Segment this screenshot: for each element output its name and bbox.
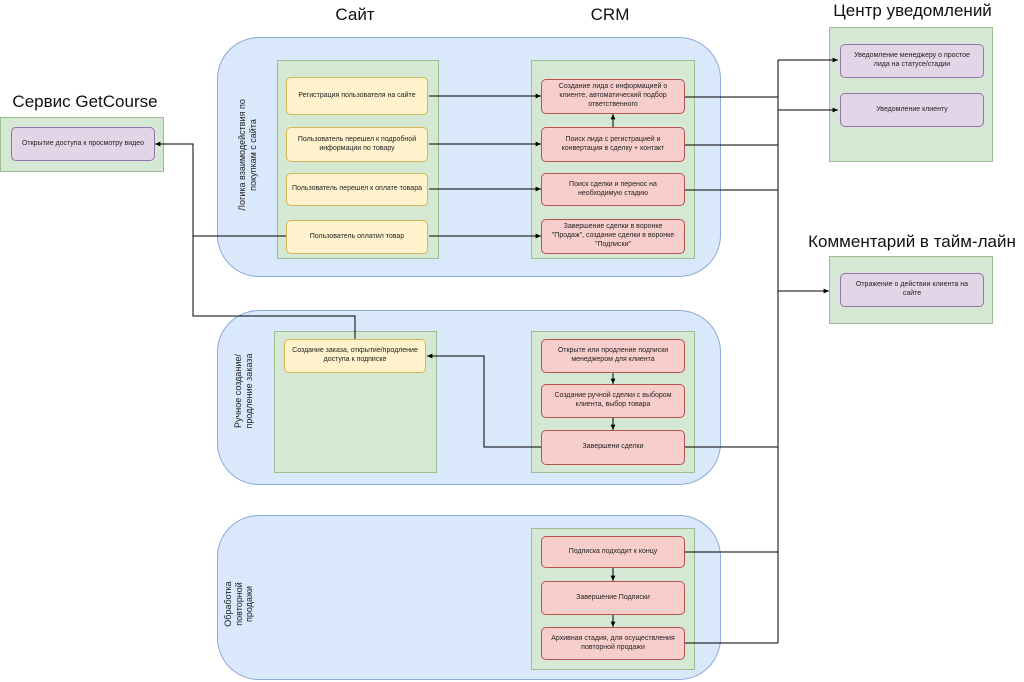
node-user-registration: Регистрация пользователя на сайте <box>286 77 428 115</box>
node-find-lead: Поиск лида с регистрацией и конвертация … <box>541 127 685 162</box>
node-product-info: Пользователь перешел к подробной информа… <box>286 127 428 162</box>
arrow-deal-done-to-manual-order <box>427 353 541 448</box>
node-user-paid: Пользователь оплатил товар <box>286 220 428 254</box>
timeline-title: Комментарий в тайм-лайн <box>808 232 1016 251</box>
node-find-deal: Поиск сделки и перенос на необходимую ст… <box>541 173 685 206</box>
node-subscription-done: Завершение Подписки <box>541 581 685 615</box>
arrow-paid-to-getcourse <box>155 141 287 237</box>
node-manual-order: Создание заказа, открытие/продление дост… <box>284 339 426 373</box>
node-manager-idle-notification: Уведомление менеджеру о простое лида на … <box>840 44 984 78</box>
node-create-lead: Создание лида с информацией о клиенте, а… <box>541 79 685 114</box>
wire-getcourse-to-manual-order <box>192 236 356 345</box>
crm-column-title: CRM <box>590 5 630 24</box>
node-client-action-timeline: Отражение о действии клиента на сайте <box>840 273 984 307</box>
node-open-video-access: Открытие доступа к просмотру видео <box>11 127 155 161</box>
node-archive-stage: Архивная стадия, для осуществления повто… <box>541 627 685 660</box>
site-column-title: Сайт <box>335 5 375 24</box>
node-client-notification: Уведомление клиенту <box>840 93 984 127</box>
node-to-payment: Пользователь перешел к оплате товара <box>286 173 428 206</box>
node-open-subscription: Открыте или продление подписки менеджеро… <box>541 339 685 373</box>
node-deal-done: Завершени сделки <box>541 430 685 465</box>
node-manual-deal: Создание ручной сделки с выбором клиента… <box>541 384 685 418</box>
notification-center-title: Центр уведомлений <box>833 1 992 20</box>
node-close-sales-deal: Завершение сделки в воронке "Продаж", со… <box>541 219 685 254</box>
node-subscription-ending: Подписка подходит к концу <box>541 536 685 568</box>
getcourse-title: Сервис GetCourse <box>12 92 158 111</box>
